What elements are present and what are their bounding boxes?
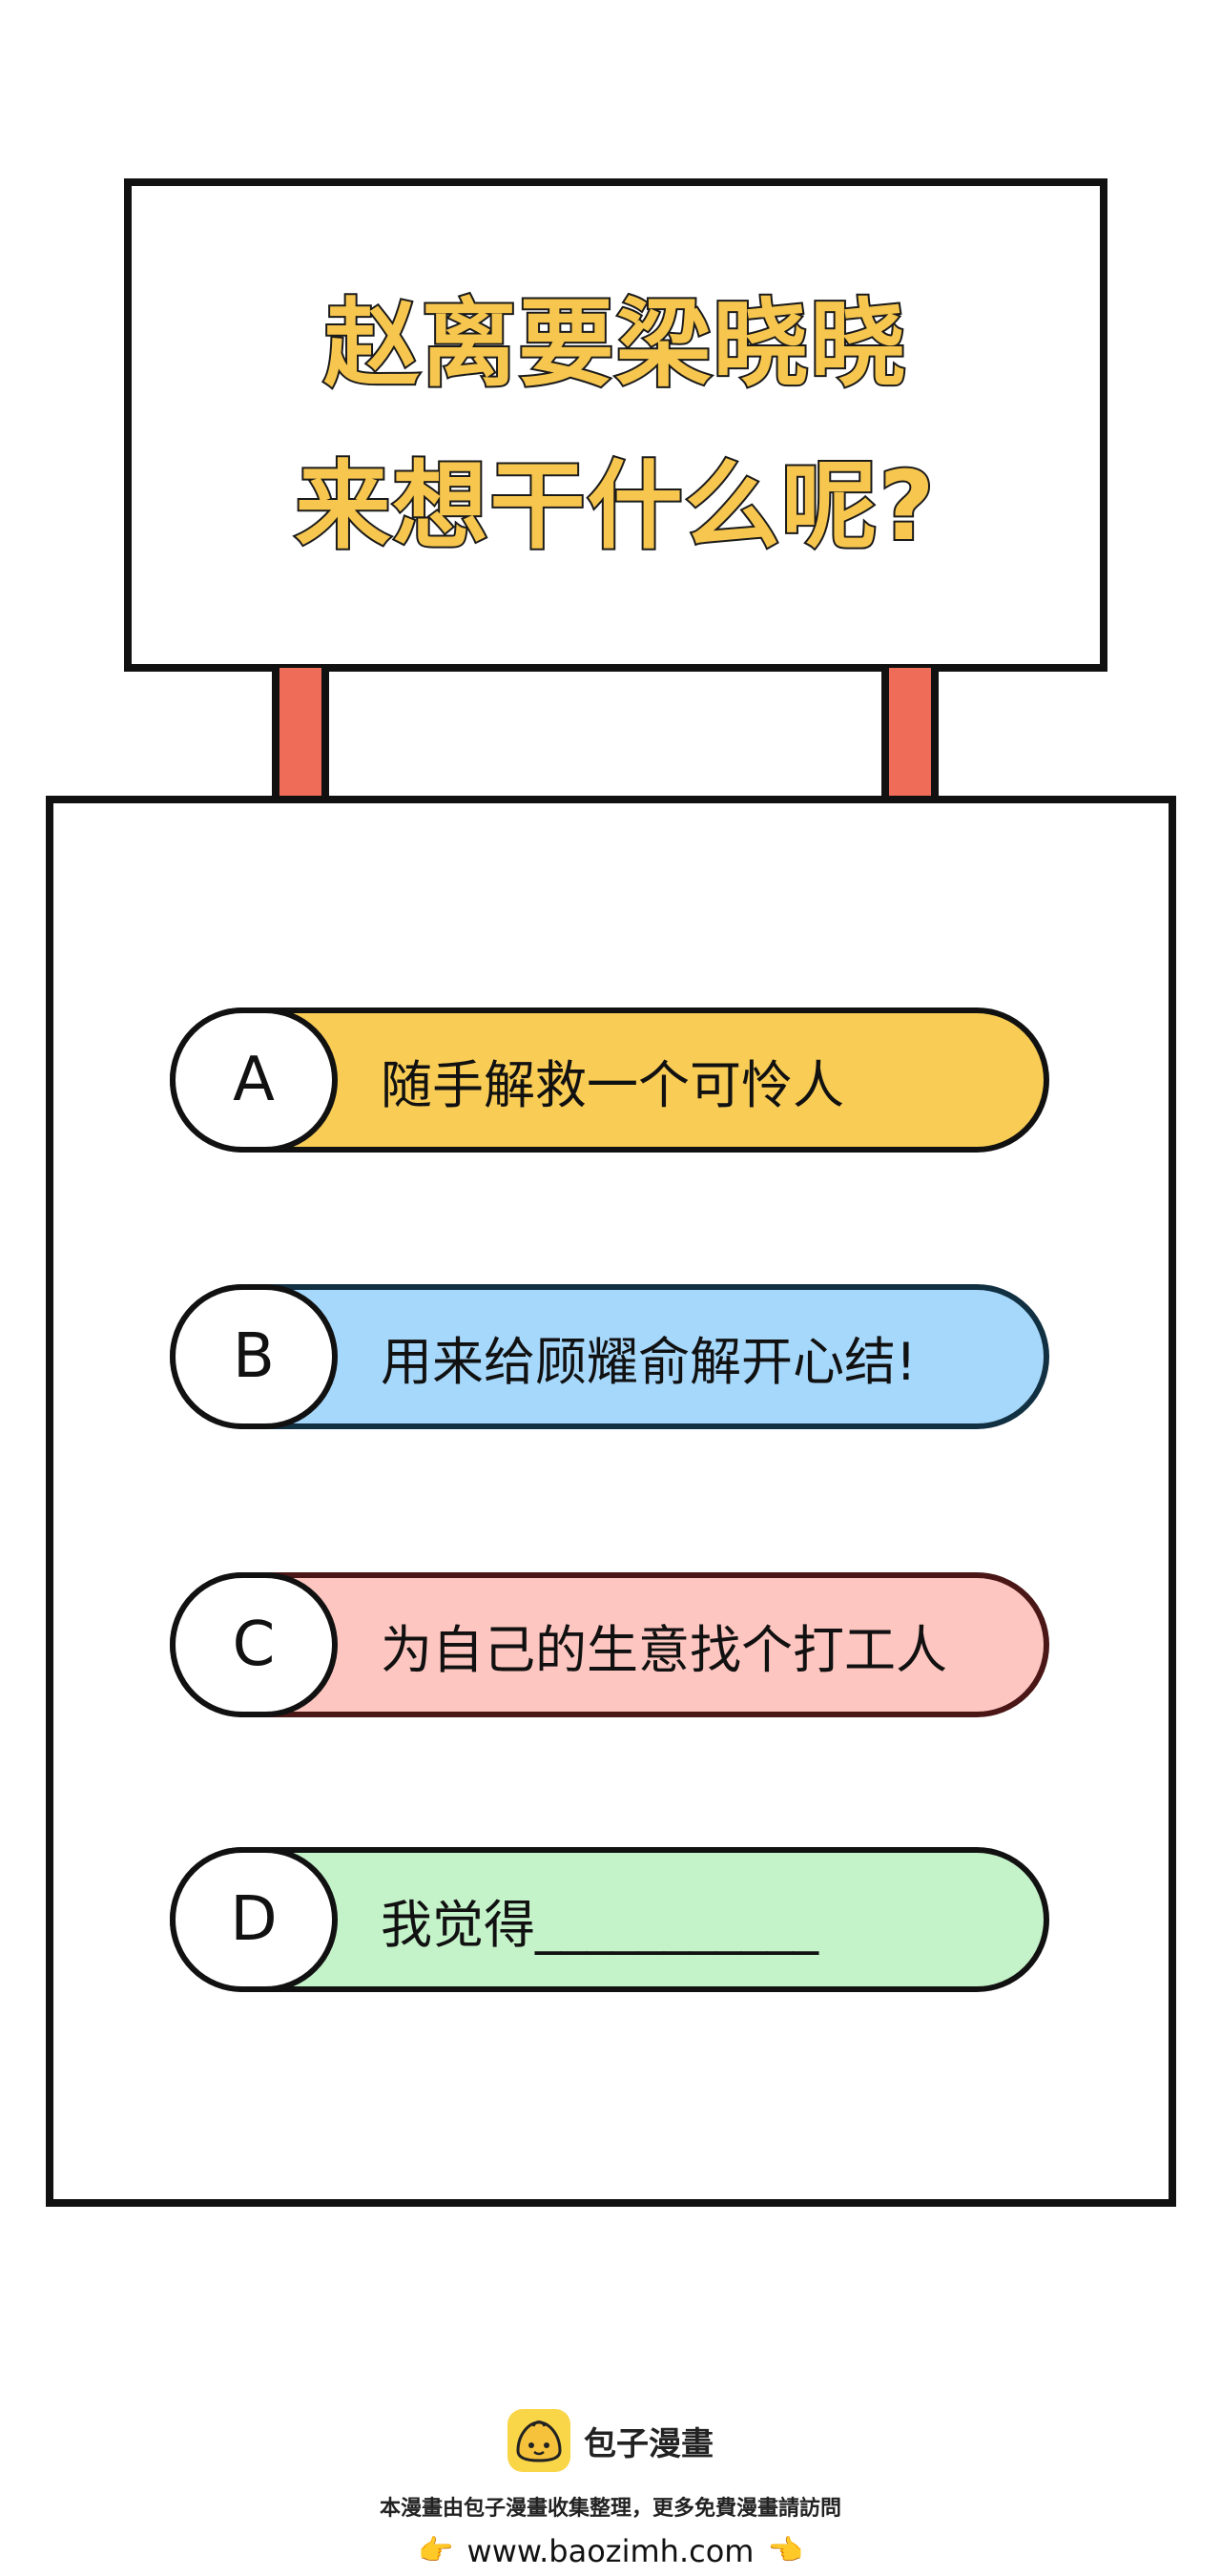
option-b-letter: B bbox=[170, 1284, 338, 1429]
url-row[interactable]: 👉 www.baozimh.com 👈 bbox=[418, 2533, 803, 2569]
question-sign: 赵离要梁晓晓 来想干什么呢? bbox=[124, 178, 1107, 672]
bun-logo-icon bbox=[507, 2409, 570, 2472]
option-a-letter: A bbox=[170, 1008, 338, 1153]
question-title-line-1: 赵离要梁晓晓 bbox=[322, 287, 908, 400]
pointing-right-hand-icon: 👉 bbox=[418, 2534, 454, 2567]
option-c-letter: C bbox=[170, 1572, 338, 1717]
option-a-text: 随手解救一个可怜人 bbox=[381, 1054, 844, 1115]
option-b[interactable]: B 用来给顾耀俞解开心结! bbox=[170, 1284, 1049, 1429]
pointing-left-hand-icon: 👈 bbox=[767, 2534, 803, 2567]
option-b-text: 用来给顾耀俞解开心结! bbox=[381, 1331, 917, 1392]
sign-post-left bbox=[272, 668, 329, 801]
site-url-link[interactable]: www.baozimh.com bbox=[466, 2533, 755, 2569]
option-d[interactable]: D 我觉得___________ bbox=[170, 1847, 1049, 1992]
option-d-letter: D bbox=[170, 1847, 338, 1992]
footer-note: 本漫畫由包子漫畫收集整理，更多免費漫畫請訪問 bbox=[379, 2497, 841, 2521]
brand-name: 包子漫畫 bbox=[584, 2424, 714, 2463]
question-title-line-2: 来想干什么呢? bbox=[293, 449, 937, 562]
option-d-text: 我觉得___________ bbox=[381, 1894, 818, 1955]
option-c-text: 为自己的生意找个打工人 bbox=[381, 1619, 947, 1680]
option-a[interactable]: A 随手解救一个可怜人 bbox=[170, 1008, 1049, 1153]
footer: 包子漫畫 本漫畫由包子漫畫收集整理，更多免費漫畫請訪問 👉 www.baozim… bbox=[0, 2409, 1221, 2569]
option-c[interactable]: C 为自己的生意找个打工人 bbox=[170, 1572, 1049, 1717]
sign-post-right bbox=[881, 668, 939, 801]
brand[interactable]: 包子漫畫 bbox=[507, 2409, 714, 2472]
